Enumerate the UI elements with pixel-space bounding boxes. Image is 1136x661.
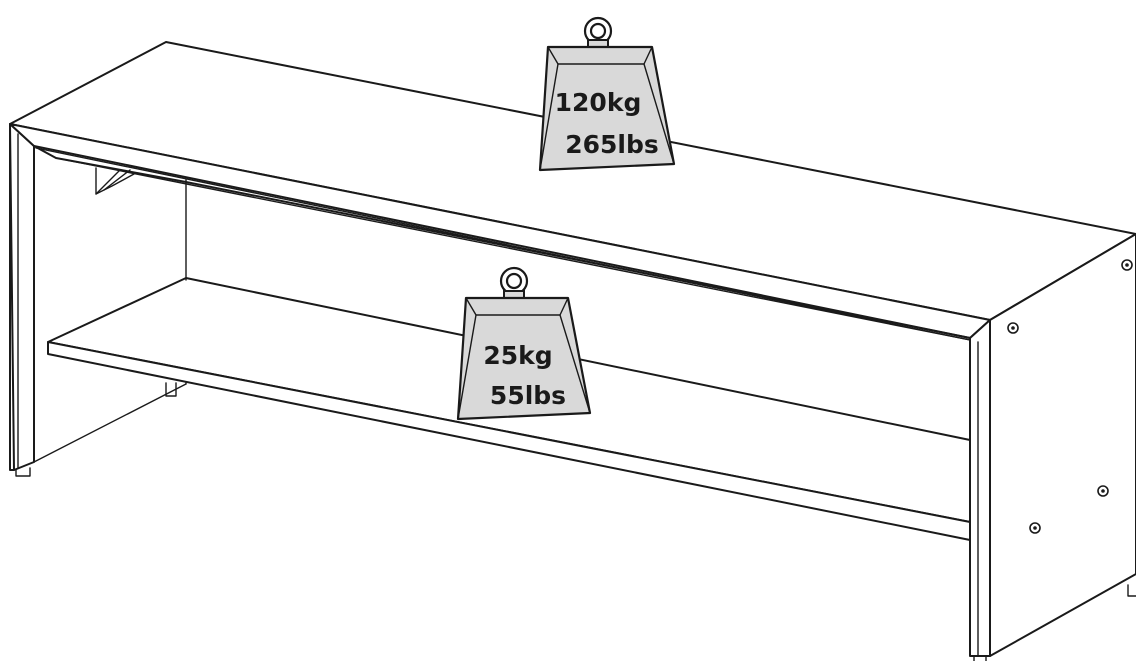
top-load-weight: 120kg 265lbs <box>538 16 676 172</box>
weight-ring-icon <box>583 16 613 48</box>
screw-icons <box>1007 259 1133 534</box>
screw-icon <box>1121 259 1133 271</box>
weight-ring-icon <box>499 266 529 299</box>
shelf-weight-lbs-label: 55lbs <box>490 381 566 410</box>
screw-icon <box>1029 522 1041 534</box>
top-underside <box>33 145 971 341</box>
screw-icon <box>1097 485 1109 497</box>
screw-icon <box>1007 322 1019 334</box>
shelf-load-weight: 25kg 55lbs <box>456 266 592 421</box>
left-side-panel <box>9 123 187 477</box>
top-surface <box>9 41 1136 341</box>
shelf-weight-kg-label: 25kg <box>483 341 552 370</box>
top-weight-lbs-label: 265lbs <box>565 130 659 159</box>
right-side-panel <box>969 233 1136 661</box>
top-weight-kg-label: 120kg <box>555 88 642 117</box>
